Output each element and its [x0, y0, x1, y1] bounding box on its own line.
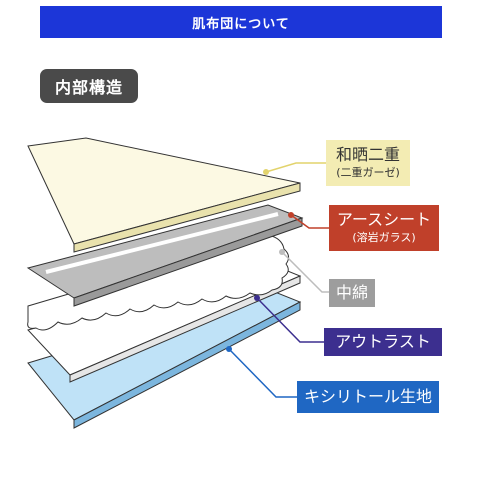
leader-dot-earth-sheet: [288, 212, 294, 218]
callout-earth-sheet: アースシート (溶岩ガラス): [329, 205, 439, 251]
page-title: 肌布団について: [192, 16, 290, 32]
leader-dot-outlast: [254, 295, 260, 301]
callout-batting: 中綿: [329, 279, 375, 307]
layer-xylitol: [27, 289, 302, 429]
layer-earth-sheet-stripe: [45, 212, 279, 274]
callout-gauze-sublabel: (二重ガーゼ): [336, 165, 400, 179]
section-label: 内部構造: [40, 69, 138, 103]
callout-outlast-label: アウトラスト: [335, 331, 431, 351]
layer-gauze-edge: [73, 182, 301, 253]
leader-dot-gauze: [263, 169, 269, 175]
layer-xylitol-edge: [73, 301, 301, 429]
leader-dot-batting: [279, 249, 285, 255]
leader-line-batting: [281, 251, 329, 293]
page-header: 肌布団について: [40, 6, 442, 38]
layer-batting: [27, 234, 290, 331]
layer-earth-sheet: [26, 204, 304, 307]
callout-earth-sheet-label: アースシート: [336, 210, 432, 230]
callout-gauze: 和晒二重 (二重ガーゼ): [326, 140, 410, 186]
leader-line-xylitol: [228, 348, 297, 398]
callout-batting-label: 中綿: [335, 282, 368, 302]
leader-line-gauze: [265, 162, 326, 173]
layer-gauze: [27, 137, 301, 253]
callout-xylitol-label: キシリトール生地: [303, 386, 432, 406]
callout-outlast: アウトラスト: [324, 328, 442, 356]
callout-gauze-label: 和晒二重: [335, 145, 400, 165]
layer-outlast-edge: [69, 275, 301, 383]
callout-xylitol: キシリトール生地: [297, 381, 439, 413]
callout-earth-sheet-sublabel: (溶岩ガラス): [352, 230, 416, 244]
section-label-text: 内部構造: [54, 78, 123, 97]
layer-earth-sheet-edge: [73, 217, 303, 307]
leader-dot-xylitol: [226, 346, 232, 352]
leader-line-outlast: [256, 297, 324, 343]
layer-batting-cloud: [27, 234, 290, 331]
leader-line-earth-sheet: [290, 214, 329, 229]
